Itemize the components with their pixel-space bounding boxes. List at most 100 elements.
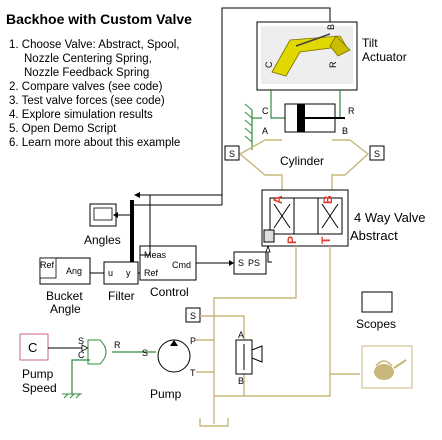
bucket-angle-port: Ang <box>66 266 82 276</box>
pump-block[interactable]: S P T <box>142 336 196 378</box>
valve-sublabel: Abstract <box>350 228 398 243</box>
pump-speed-glyph: C <box>28 340 37 355</box>
angles-label: Angles <box>84 233 121 247</box>
cylinder-piston <box>297 104 305 132</box>
bucket-angle-label-1: Bucket <box>46 289 83 303</box>
four-way-valve-block[interactable]: A B P T <box>261 189 349 247</box>
hyd-supply-line <box>200 246 297 317</box>
diagram-title: Backhoe with Custom Valve <box>6 11 192 27</box>
hyd-relief-line-top <box>214 315 245 340</box>
cylinder-port-b: B <box>342 126 348 136</box>
valve-label: 4 Way Valve <box>354 210 426 225</box>
ground-icon <box>244 103 253 143</box>
pump-port-t: T <box>190 368 196 378</box>
mux-bar[interactable] <box>130 200 134 270</box>
scopes-block[interactable] <box>361 291 393 313</box>
ref-label: Ref <box>40 260 55 270</box>
mech-ground-line <box>71 359 90 394</box>
pump-port-p: P <box>190 336 196 346</box>
valve-port-p: P <box>285 236 299 244</box>
valve-arrow-2 <box>273 203 291 229</box>
sensor-right-label: S <box>374 149 380 159</box>
step-1-cont[interactable]: Nozzle Centering Spring, <box>24 53 152 65</box>
bucket-angle-block[interactable]: Ref Ang <box>39 257 91 285</box>
step-3[interactable]: 3. Test valve forces (see code) <box>9 95 165 107</box>
scopes-label: Scopes <box>356 317 396 331</box>
step-6[interactable]: 6. Learn more about this example <box>9 137 180 149</box>
relief-valve-block[interactable]: A B <box>235 330 263 386</box>
relief-spring-icon <box>251 345 263 363</box>
cylinder-port-r: R <box>348 106 355 116</box>
step-1[interactable]: 1. Choose Valve: Abstract, Spool, <box>9 39 179 51</box>
valve-port-b: B <box>321 195 335 204</box>
pump-label: Pump <box>150 387 182 401</box>
step-5[interactable]: 5. Open Demo Script <box>9 123 117 135</box>
speed-source-block[interactable]: S C R <box>78 336 121 365</box>
pressure-sensor-label: S <box>190 311 196 321</box>
pump-speed-block[interactable] <box>19 333 49 361</box>
bucket-angle-label-2: Angle <box>50 302 81 316</box>
tank-icon <box>199 418 229 427</box>
sps-input-arrow-icon <box>229 260 234 266</box>
speed-source-c: C <box>78 350 85 360</box>
tilt-actuator-block[interactable]: C R B <box>256 21 358 91</box>
backhoe-piston-icon <box>295 33 331 47</box>
feedback-signal-line <box>150 7 331 196</box>
relief-port-a: A <box>238 330 244 340</box>
tilt-actuator-label-2: Actuator <box>362 50 407 64</box>
cylinder-port-a: A <box>262 126 268 136</box>
feedback-arrow-icon <box>134 192 140 198</box>
scope-input-arrow-icon <box>113 212 118 218</box>
pressure-sensor-block[interactable] <box>185 307 201 323</box>
sensor-right-block[interactable] <box>369 145 385 161</box>
watering-can-spout-icon <box>393 359 407 369</box>
control-block[interactable]: Meas Ref Cmd <box>139 245 197 281</box>
s-ps-s: S <box>238 258 244 268</box>
control-out-cmd: Cmd <box>172 260 191 270</box>
valve-port-a: A <box>271 195 285 204</box>
sensor-left-block[interactable] <box>224 145 240 161</box>
pump-ground-icon <box>62 393 82 399</box>
sensor-left-label: S <box>229 149 235 159</box>
tilt-actuator-label-1: Tilt <box>362 36 378 50</box>
reservoir-block[interactable] <box>361 345 413 389</box>
speed-signal-arrow-icon <box>81 344 89 352</box>
tilt-port-b: B <box>326 24 336 30</box>
valve-port-t: T <box>319 236 333 244</box>
cylinder-port-c: C <box>262 106 269 116</box>
meas-line <box>140 195 151 256</box>
control-in-ref: Ref <box>144 268 159 278</box>
speed-source-shape <box>87 339 107 365</box>
valve-cmd-arrow-icon <box>265 244 271 253</box>
angles-scope-screen-icon <box>93 207 113 221</box>
hyd-line-a <box>238 139 283 190</box>
pump-speed-label-2: Speed <box>22 381 57 395</box>
s-ps-ps: PS <box>248 258 260 268</box>
pump-port-s: S <box>142 348 148 358</box>
cylinder-label: Cylinder <box>280 154 324 168</box>
filter-y: y <box>126 268 131 278</box>
valve-arrow-4 <box>321 203 339 229</box>
hyd-line-b <box>331 139 370 190</box>
speed-source-r: R <box>114 340 121 350</box>
cylinder-block[interactable]: C R A B <box>262 103 355 136</box>
valve-command-icon <box>263 229 275 243</box>
tilt-port-c: C <box>264 61 274 68</box>
filter-label: Filter <box>108 289 135 303</box>
filter-u: u <box>108 268 113 278</box>
step-2[interactable]: 2. Compare valves (see code) <box>9 81 163 93</box>
speed-source-s: S <box>78 336 84 346</box>
ref-signal-icon <box>39 257 57 279</box>
backhoe-bucket-icon <box>329 35 351 57</box>
control-in-meas: Meas <box>144 250 167 260</box>
relief-port-b: B <box>238 376 244 386</box>
step-1-cont2[interactable]: Nozzle Feedback Spring <box>24 67 149 79</box>
watering-can-icon <box>374 364 394 380</box>
pump-arrow-icon <box>170 340 178 346</box>
hyd-return-line <box>214 246 331 397</box>
pump-speed-label-1: Pump <box>22 367 54 381</box>
step-4[interactable]: 4. Explore simulation results <box>9 109 153 121</box>
control-label: Control <box>150 285 189 299</box>
